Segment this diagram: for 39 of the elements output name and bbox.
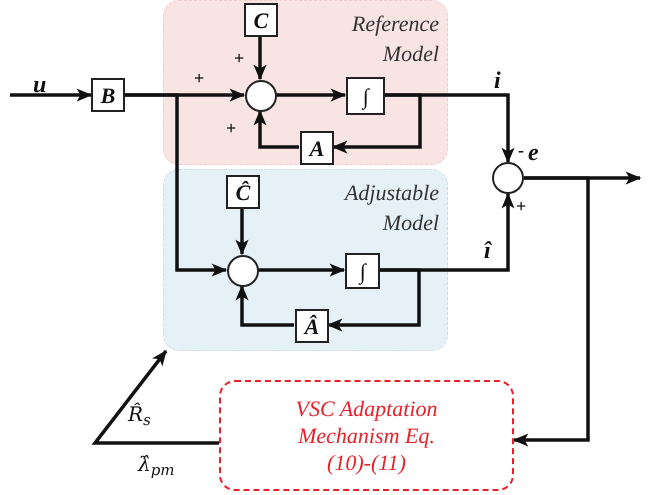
model-panel — [163, 169, 448, 351]
arrow — [379, 192, 515, 272]
sign-label: + — [516, 195, 526, 218]
box-text: VSC Adaptation Mechanism Eq.(10)-(11) — [294, 395, 438, 476]
arrow — [258, 263, 346, 277]
model-panel — [163, 0, 448, 165]
arrow — [253, 110, 299, 149]
edge-label: i — [494, 68, 501, 94]
arrow — [253, 36, 267, 80]
adaptation-box — [219, 380, 514, 491]
panel-title: Reference Model — [350, 10, 439, 68]
arrow — [276, 88, 346, 102]
block-box: B — [91, 78, 125, 112]
summing-junction — [227, 255, 259, 287]
block-box: ∫ — [346, 77, 385, 115]
block-box: Â — [295, 309, 329, 343]
edge-label: e — [528, 140, 539, 166]
sign-label: - — [518, 139, 524, 162]
summing-junction — [492, 162, 524, 194]
edge-label: u — [33, 72, 46, 98]
block-box: Ĉ — [226, 175, 260, 209]
arrow — [235, 284, 294, 327]
panel-title: Adjustable Model — [342, 179, 439, 237]
sign-label: + — [226, 117, 236, 140]
arrow — [384, 93, 515, 164]
block-box: A — [300, 131, 334, 165]
arrow — [10, 88, 92, 102]
arrow — [91, 350, 219, 445]
block-box: ∫ — [345, 253, 380, 289]
parameter-label: λ̂$_{pm}$ — [138, 452, 175, 476]
parameter-label: R̂$_{s}$ — [128, 402, 151, 426]
sign-label: + — [234, 47, 244, 70]
arrow — [125, 93, 228, 277]
edge-label: î — [484, 238, 491, 264]
summing-junction — [245, 80, 277, 112]
arrow — [235, 208, 249, 256]
arrow — [512, 176, 590, 447]
block-box: C — [244, 3, 278, 37]
sign-label: + — [194, 67, 204, 90]
